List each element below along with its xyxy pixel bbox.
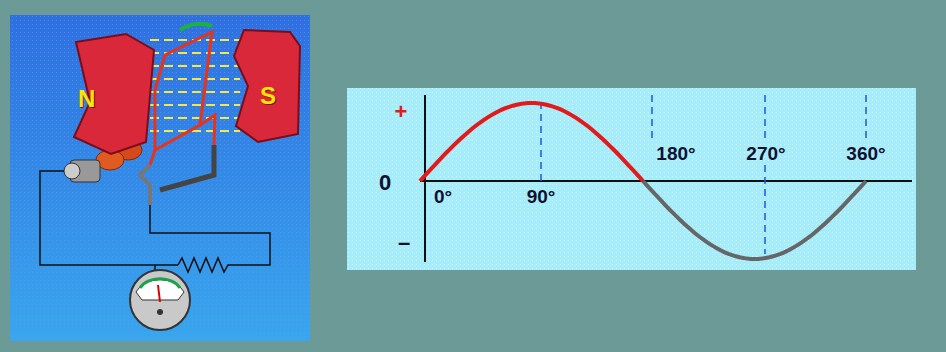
- shaft: [160, 145, 214, 190]
- brush-terminal: [64, 163, 80, 179]
- north-magnet: N: [66, 32, 158, 157]
- angle-label: 180°: [656, 144, 695, 163]
- wire: [150, 205, 270, 265]
- chart-panel: [347, 88, 916, 270]
- pole-label: N: [78, 87, 95, 111]
- zero-level: 0: [379, 172, 391, 194]
- positive-half-wave: [420, 103, 643, 181]
- negative-half-wave: [643, 181, 866, 259]
- rotation-arrow: [180, 24, 212, 30]
- plus-sign: +: [395, 101, 408, 123]
- panel-texture: [10, 15, 310, 341]
- angle-label: 360°: [846, 144, 885, 163]
- resistor-symbol: [178, 258, 235, 272]
- field-lines: [150, 40, 240, 131]
- angle-label: 270°: [746, 144, 785, 163]
- minus-sign: –: [398, 232, 410, 254]
- armature-coil: [155, 32, 212, 150]
- angle-label: 0°: [434, 187, 452, 206]
- wire: [40, 171, 155, 265]
- angle-label: 90°: [527, 187, 556, 206]
- generator-panel: [10, 15, 310, 341]
- wire: [155, 264, 178, 266]
- x-axis: [420, 180, 912, 182]
- coil-leads: [150, 115, 215, 165]
- south-magnet: S: [228, 26, 304, 146]
- meter: [130, 270, 190, 330]
- brush: [140, 165, 150, 205]
- pole-label: S: [260, 84, 276, 108]
